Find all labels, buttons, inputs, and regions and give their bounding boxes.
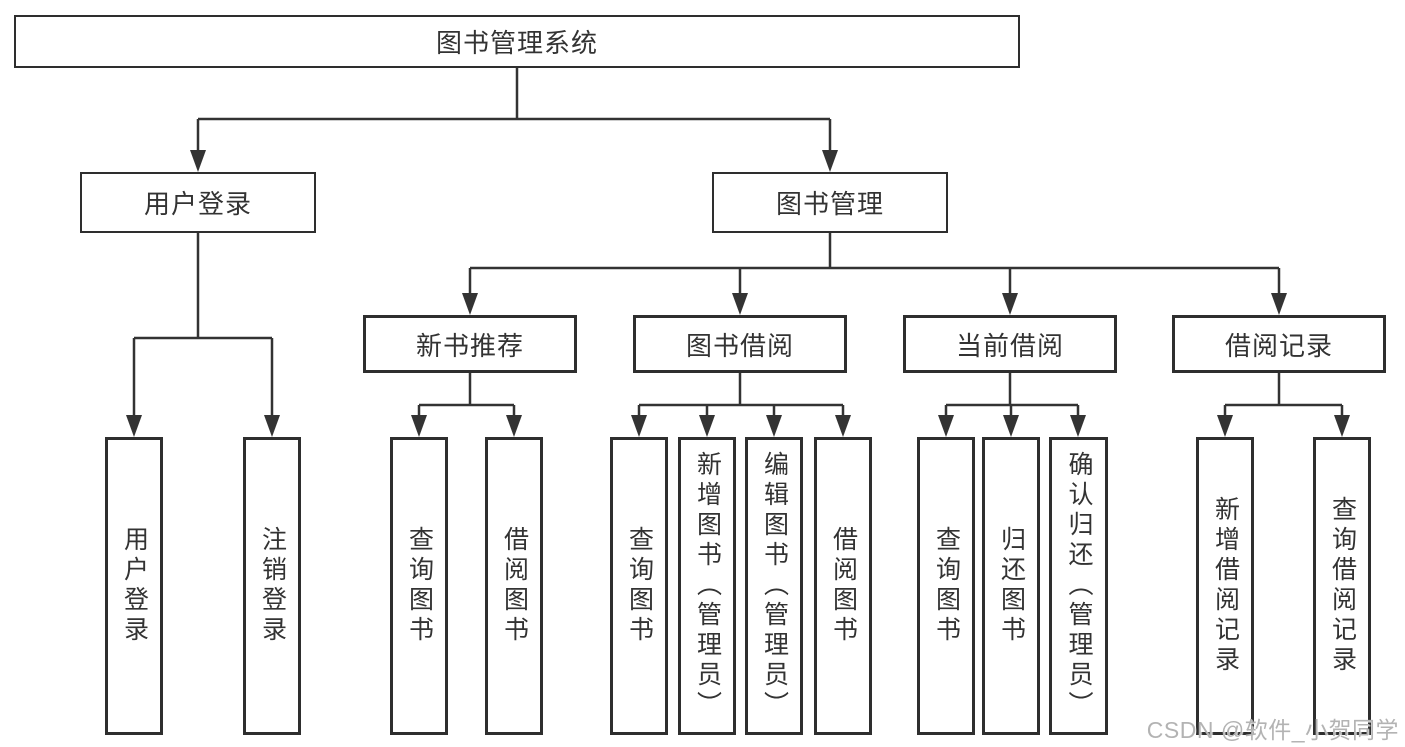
- node-user-login-label: 用户登录: [143, 189, 252, 219]
- node-new-book-recommend: 新书推荐: [363, 315, 577, 373]
- node-current-borrow: 当前借阅: [903, 315, 1117, 373]
- leaf-query-books-recommend: 查询图书: [390, 437, 448, 735]
- node-root-label: 图书管理系统: [435, 28, 598, 58]
- leaf-query-books-current-label: 查询图书: [932, 526, 961, 646]
- leaf-user-login-label: 用户登录: [120, 526, 149, 646]
- leaf-add-borrow-record: 新增借阅记录: [1196, 437, 1254, 735]
- leaf-borrow-books-recommend-label: 借阅图书: [500, 526, 529, 646]
- leaf-return-book-label: 归还图书: [997, 526, 1026, 646]
- node-user-login: 用户登录: [80, 172, 316, 233]
- leaf-add-borrow-record-label: 新增借阅记录: [1211, 496, 1240, 676]
- leaf-add-book-admin: 新增图书（管理员）: [678, 437, 736, 735]
- node-current-borrow-label: 当前借阅: [955, 330, 1064, 361]
- node-new-book-recommend-label: 新书推荐: [415, 330, 524, 361]
- node-book-management-label: 图书管理: [775, 189, 884, 219]
- leaf-edit-book-admin-label: 编辑图书（管理员）: [760, 451, 789, 721]
- leaf-logout: 注销登录: [243, 437, 301, 735]
- leaf-confirm-return-admin: 确认归还（管理员）: [1049, 437, 1108, 735]
- node-borrow-records-label: 借阅记录: [1224, 330, 1333, 361]
- leaf-borrow-books-recommend: 借阅图书: [485, 437, 543, 735]
- leaf-add-book-admin-label: 新增图书（管理员）: [693, 451, 722, 721]
- leaf-query-books-current: 查询图书: [917, 437, 975, 735]
- leaf-query-books-borrow-label: 查询图书: [625, 526, 654, 646]
- leaf-borrow-books-label: 借阅图书: [829, 526, 858, 646]
- leaf-edit-book-admin: 编辑图书（管理员）: [745, 437, 803, 735]
- leaf-borrow-books: 借阅图书: [814, 437, 872, 735]
- leaf-query-borrow-record-label: 查询借阅记录: [1328, 496, 1357, 676]
- leaf-query-borrow-record: 查询借阅记录: [1313, 437, 1371, 735]
- leaf-confirm-return-admin-label: 确认归还（管理员）: [1065, 451, 1093, 721]
- leaf-logout-label: 注销登录: [258, 526, 287, 646]
- csdn-watermark: CSDN @软件_小贺同学: [1146, 717, 1399, 743]
- leaf-user-login: 用户登录: [105, 437, 163, 735]
- node-borrow-records: 借阅记录: [1172, 315, 1386, 373]
- leaf-return-book: 归还图书: [982, 437, 1040, 735]
- node-book-borrow-label: 图书借阅: [685, 330, 794, 361]
- node-book-borrow: 图书借阅: [633, 315, 847, 373]
- node-root-system: 图书管理系统: [14, 15, 1020, 68]
- node-book-management: 图书管理: [712, 172, 948, 233]
- leaf-query-books-borrow: 查询图书: [610, 437, 668, 735]
- leaf-query-books-recommend-label: 查询图书: [405, 526, 434, 646]
